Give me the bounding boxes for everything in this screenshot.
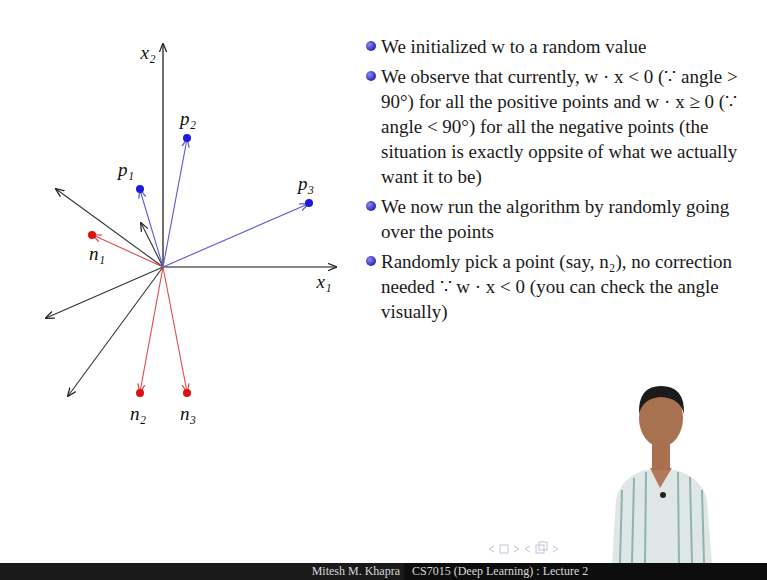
presenter-figure (612, 386, 712, 563)
point-label: p₃ (298, 173, 314, 195)
weight-vectors (46, 189, 163, 396)
footer-course: CS7015 (Deep Learning) : Lecture 2 (412, 563, 588, 580)
positive-vectors (140, 139, 308, 267)
y-axis (162, 44, 163, 267)
bullet-text: We now run the algorithm by randomly goi… (381, 194, 749, 244)
negative-vectors (93, 235, 187, 392)
point-label: n₁ (89, 243, 105, 265)
footer-author: Mitesh M. Khapra (312, 563, 400, 580)
axis-label: x₁ (316, 271, 331, 293)
x-axis (163, 266, 336, 267)
axis-label: x₂ (140, 42, 155, 64)
bullet-text: We initialized w to a random value (381, 34, 749, 59)
negative-points (88, 231, 191, 397)
bullet-text: We observe that currently, w · x < 0 (∵ … (381, 64, 749, 189)
positive-points (136, 134, 313, 207)
nav-symbols (489, 542, 558, 553)
point-label: p₂ (180, 108, 196, 130)
bullet-text: Randomly pick a point (say, n₂), no corr… (381, 249, 749, 324)
point-label: n₃ (180, 403, 196, 425)
point-label: p₁ (118, 159, 134, 181)
point-label: n₂ (130, 403, 146, 425)
